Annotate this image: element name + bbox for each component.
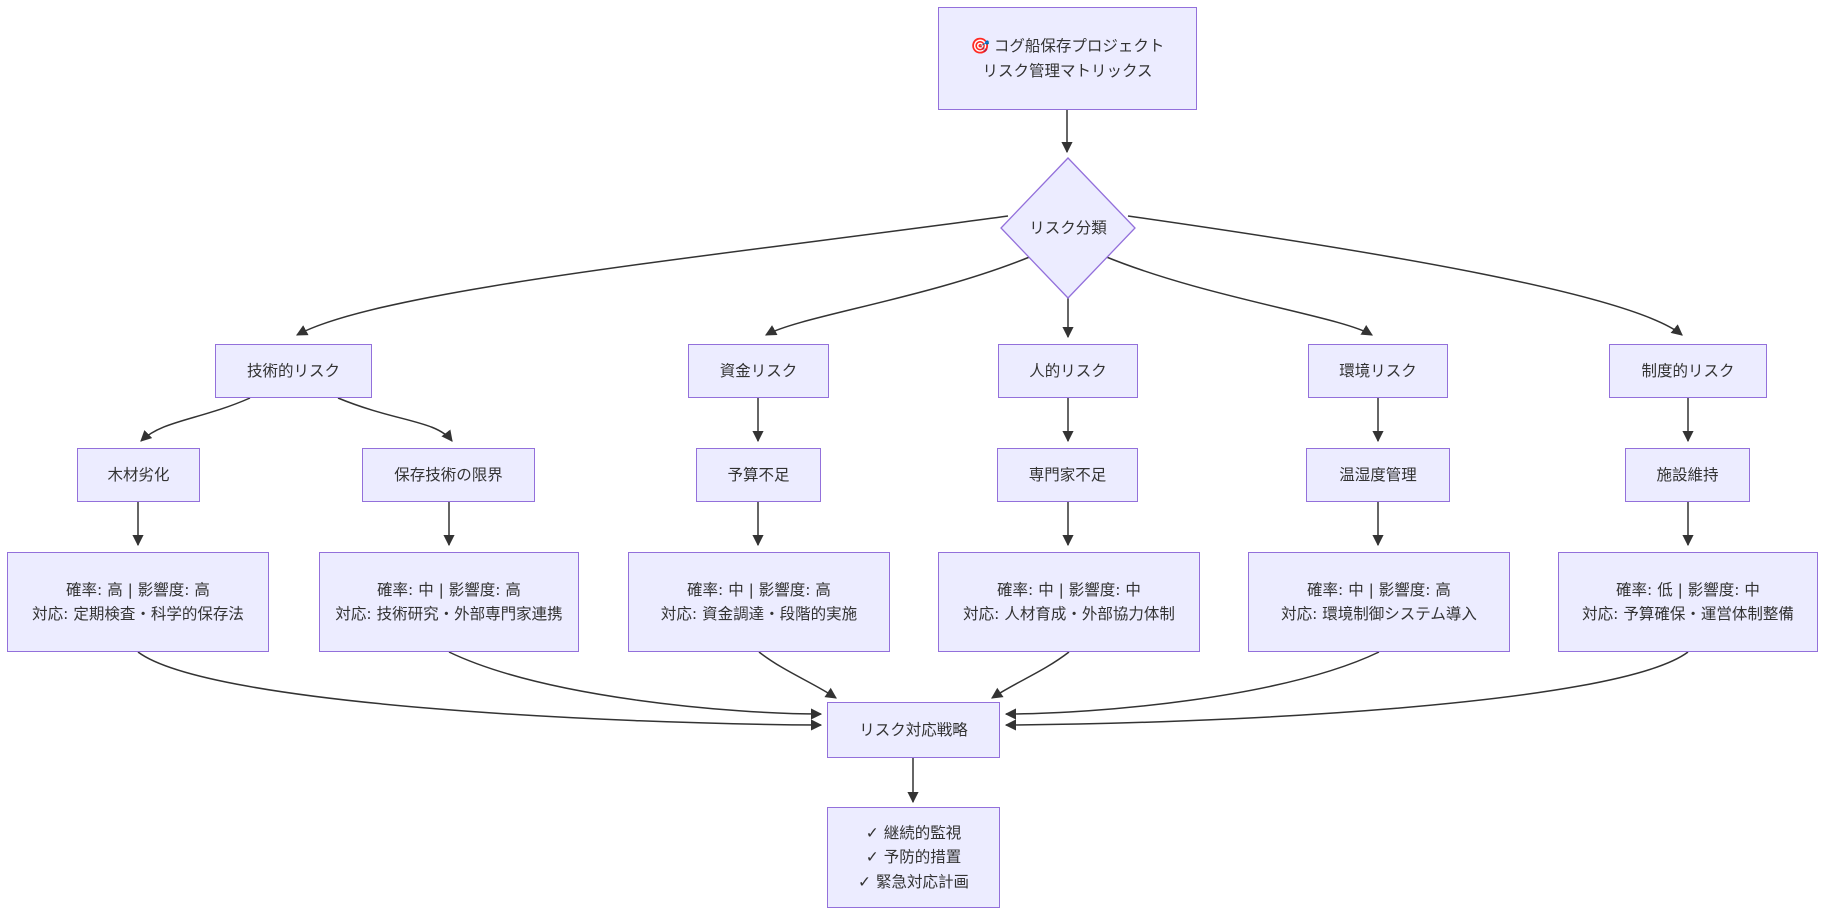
- assessment-response: 対応: 定期検査・科学的保存法: [32, 605, 244, 623]
- assessment-probability-impact: 確率: 中 | 影響度: 中: [997, 580, 1141, 599]
- action-item-emergency-plan: ✓ 緊急対応計画: [858, 872, 969, 891]
- assessment-probability-impact: 確率: 中 | 影響度: 高: [377, 580, 521, 599]
- assessment-response: 対応: 人材育成・外部協力体制: [963, 605, 1175, 623]
- risk-temp-humidity: 温湿度管理: [1306, 448, 1450, 502]
- category-funding: 資金リスク: [688, 344, 829, 398]
- action-item-monitoring: ✓ 継続的監視: [865, 824, 962, 843]
- assessment-humidity: 確率: 中 | 影響度: 高 対応: 環境制御システム導入: [1248, 552, 1510, 652]
- assessment-probability-impact: 確率: 中 | 影響度: 高: [1307, 580, 1451, 599]
- action-item-prevention: ✓ 予防的措置: [865, 848, 962, 867]
- assessment-response: 対応: 予算確保・運営体制整備: [1582, 605, 1794, 623]
- risk-budget-shortage: 予算不足: [696, 448, 821, 502]
- risk-facility-maintenance: 施設維持: [1625, 448, 1750, 502]
- edge-assessment4-strategy: [991, 651, 1070, 699]
- title-line1-text: コグ船保存プロジェクト: [993, 37, 1165, 56]
- edge-assessment6-strategy: [1004, 651, 1689, 731]
- edge-assessment3-strategy: [758, 651, 837, 699]
- assessment-expert: 確率: 中 | 影響度: 中 対応: 人材育成・外部協力体制: [938, 552, 1200, 652]
- risk-wood-deterioration: 木材劣化: [77, 448, 200, 502]
- edge-assessment2-strategy: [448, 651, 823, 720]
- edge-technical-wood: [140, 397, 251, 442]
- strategy-node: リスク対応戦略: [827, 702, 1000, 758]
- assessment-facility: 確率: 低 | 影響度: 中 対応: 予算確保・運営体制整備: [1558, 552, 1818, 652]
- category-technical: 技術的リスク: [215, 344, 372, 398]
- target-icon: 🎯: [970, 37, 990, 56]
- edge-decision-technical: [296, 215, 1009, 336]
- assessment-response: 対応: 環境制御システム導入: [1281, 605, 1477, 623]
- risk-expert-shortage: 専門家不足: [997, 448, 1138, 502]
- decision-diamond-shape: [1000, 157, 1136, 299]
- edge-decision-funding: [765, 255, 1033, 336]
- assessment-budget: 確率: 中 | 影響度: 高 対応: 資金調達・段階的実施: [628, 552, 890, 652]
- decision-diamond-label: リスク分類: [1029, 218, 1107, 237]
- category-environment: 環境リスク: [1308, 344, 1448, 398]
- assessment-response: 対応: 資金調達・段階的実施: [660, 605, 858, 623]
- assessment-probability-impact: 確率: 高 | 影響度: 高: [66, 580, 210, 599]
- actions-node: ✓ 継続的監視 ✓ 予防的措置 ✓ 緊急対応計画: [827, 807, 1000, 908]
- edge-technical-preservation: [337, 397, 453, 442]
- assessment-probability-impact: 確率: 低 | 影響度: 中: [1616, 580, 1760, 599]
- edge-decision-institutional: [1127, 215, 1683, 336]
- risk-preservation-tech-limit: 保存技術の限界: [362, 448, 535, 502]
- category-human: 人的リスク: [998, 344, 1138, 398]
- title-line2: リスク管理マトリックス: [982, 61, 1153, 80]
- edge-assessment1-strategy: [137, 651, 823, 731]
- assessment-probability-impact: 確率: 中 | 影響度: 高: [687, 580, 831, 599]
- edge-decision-environment: [1103, 255, 1373, 336]
- assessment-response: 対応: 技術研究・外部専門家連携: [335, 605, 563, 623]
- category-institutional: 制度的リスク: [1609, 344, 1767, 398]
- edge-assessment5-strategy: [1004, 651, 1380, 720]
- title-line1: 🎯コグ船保存プロジェクト: [971, 34, 1165, 58]
- title-node: 🎯コグ船保存プロジェクト リスク管理マトリックス: [938, 7, 1197, 110]
- assessment-wood: 確率: 高 | 影響度: 高 対応: 定期検査・科学的保存法: [7, 552, 269, 652]
- assessment-preservation: 確率: 中 | 影響度: 高 対応: 技術研究・外部専門家連携: [319, 552, 579, 652]
